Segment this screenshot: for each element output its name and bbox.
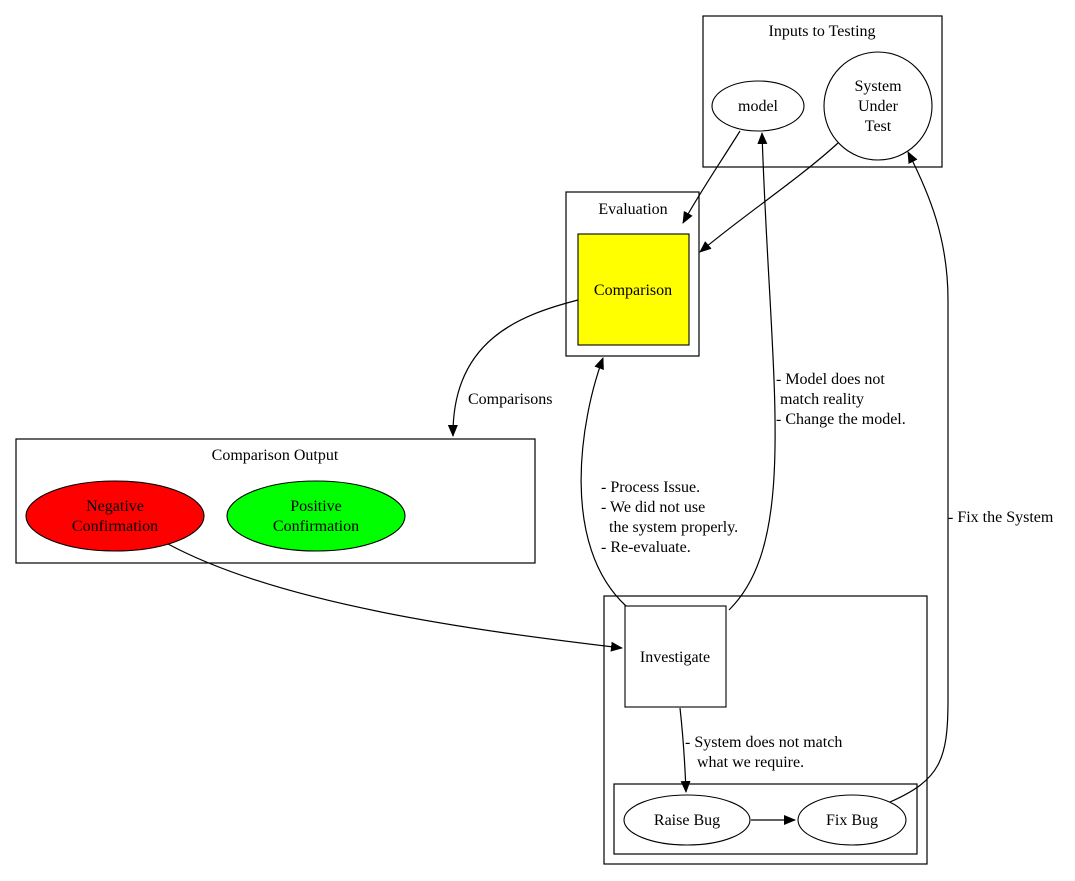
edge-process-issue-line-4: - Re-evaluate. xyxy=(601,539,691,556)
edge-investigate-to-model: - Model does not match reality - Change … xyxy=(728,132,906,611)
edge-fix-system-label: - Fix the System xyxy=(948,509,1054,526)
edge-model-to-comparison xyxy=(682,130,741,224)
edge-model-mismatch-line-2: match reality xyxy=(776,391,864,408)
edge-model-mismatch-line-1: - Model does not xyxy=(776,371,885,388)
cluster-evaluation: Evaluation xyxy=(565,191,700,357)
edge-comparison-to-output: Comparisons xyxy=(447,299,579,437)
node-negative-label-2: Confirmation xyxy=(72,518,158,535)
node-investigate-label: Investigate xyxy=(640,649,710,666)
edge-investigate-to-comparison: - Process Issue. - We did not use the sy… xyxy=(580,357,738,607)
node-fix-bug-label: Fix Bug xyxy=(826,812,878,829)
cluster-comparison-output: Comparison Output xyxy=(15,438,536,564)
cluster-bug-fix xyxy=(613,783,918,855)
edge-sut-to-comparison xyxy=(699,142,839,253)
edge-process-issue-line-2: - We did not use xyxy=(601,499,705,516)
cluster-output-label: Comparison Output xyxy=(212,447,339,464)
node-model: model xyxy=(711,80,805,132)
node-model-label: model xyxy=(738,98,779,115)
node-negative-label-1: Negative xyxy=(86,498,144,515)
node-comparison: Comparison xyxy=(577,233,690,346)
cluster-evaluation-label: Evaluation xyxy=(598,201,667,218)
node-sut-label-3: Test xyxy=(865,118,892,135)
edge-process-issue-line-3: the system properly. xyxy=(601,519,738,536)
node-positive-confirmation: Positive Confirmation xyxy=(226,480,406,552)
node-positive-label-2: Confirmation xyxy=(273,518,359,535)
node-positive-label-1: Positive xyxy=(290,498,342,515)
edge-fix-bug-to-sut: - Fix the System xyxy=(889,151,1054,803)
edge-system-mismatch-line-2: what we require. xyxy=(685,754,804,771)
cluster-inputs-to-testing: Inputs to Testing xyxy=(702,15,943,168)
node-system-under-test: System Under Test xyxy=(823,51,933,161)
node-comparison-label: Comparison xyxy=(594,282,672,299)
cluster-investigation xyxy=(603,595,928,865)
node-fix-bug: Fix Bug xyxy=(797,794,907,846)
cluster-inputs-label: Inputs to Testing xyxy=(768,23,875,40)
edge-investigate-to-raise-bug: - System does not match what we require. xyxy=(679,707,842,793)
node-negative-confirmation: Negative Confirmation xyxy=(25,480,205,552)
edge-comparisons-label: Comparisons xyxy=(468,391,552,408)
node-investigate: Investigate xyxy=(624,605,727,708)
node-sut-label-1: System xyxy=(854,78,902,95)
edge-system-mismatch-line-1: - System does not match xyxy=(685,734,842,751)
edge-model-mismatch-line-3: - Change the model. xyxy=(776,411,906,428)
node-raise-bug: Raise Bug xyxy=(623,794,751,846)
edge-process-issue-line-1: - Process Issue. xyxy=(601,479,700,496)
node-sut-label-2: Under xyxy=(858,98,899,115)
node-raise-bug-label: Raise Bug xyxy=(654,812,720,829)
edge-negative-to-investigate xyxy=(167,543,623,652)
